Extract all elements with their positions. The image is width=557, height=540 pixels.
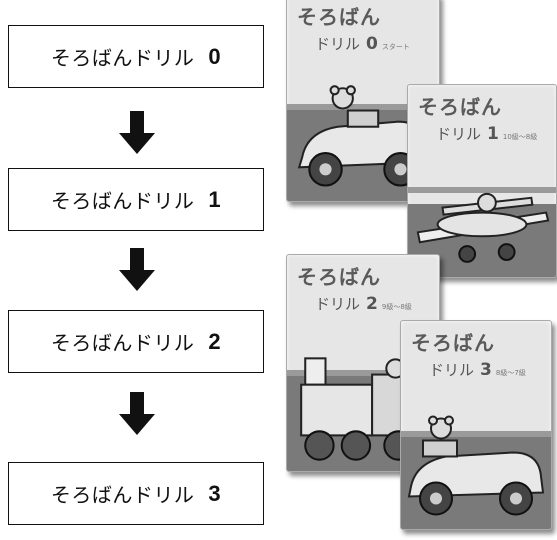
book-title: そろばん — [411, 331, 495, 355]
down-arrow-icon — [119, 392, 155, 435]
down-arrow-icon — [119, 248, 155, 291]
flow-step-0: そろばんドリル 0 — [8, 25, 264, 88]
bear-car-illustration — [407, 415, 545, 516]
flow-step-number: 1 — [208, 186, 222, 212]
bear-train-illustration — [300, 357, 420, 461]
book-title: そろばん — [297, 5, 381, 29]
flow-step-1: そろばんドリル 1 — [8, 168, 264, 231]
flow-step-2: そろばんドリル 2 — [8, 310, 264, 373]
book-title: そろばん — [418, 95, 502, 119]
flow-step-label: そろばんドリル — [50, 483, 195, 507]
flow-step-label: そろばんドリル — [50, 331, 195, 355]
bear-airplane-illustration — [416, 192, 550, 263]
flow-step-label: そろばんドリル — [50, 46, 195, 70]
flow-step-3: そろばんドリル 3 — [8, 462, 264, 525]
flow-step-label: そろばんドリル — [50, 189, 195, 213]
flow-step-number: 2 — [208, 328, 222, 354]
down-arrow-icon — [119, 111, 155, 154]
flow-step-number: 3 — [208, 480, 222, 506]
flow-step-number: 0 — [208, 43, 222, 69]
book-title: そろばん — [297, 265, 381, 289]
